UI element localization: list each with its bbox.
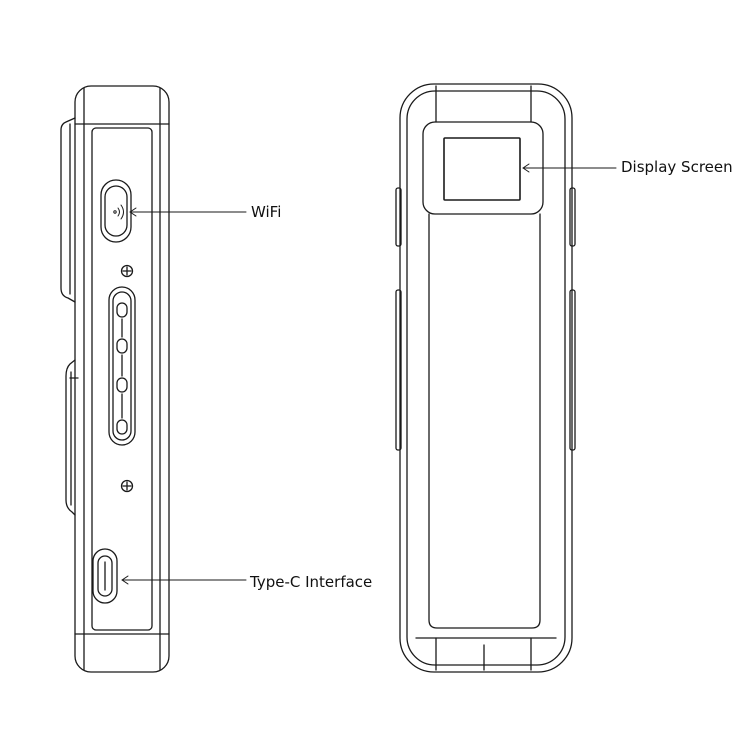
- front-body-outer: [399, 83, 573, 673]
- control-strip-outer[interactable]: [108, 286, 136, 446]
- front-side-nub-left-upper: [395, 187, 402, 247]
- callout-leaders-left: [121, 207, 247, 585]
- front-body-rim: [406, 90, 566, 666]
- wifi-icon: [113, 204, 124, 220]
- front-body-panel: [428, 213, 541, 629]
- side-view-device: [60, 85, 170, 673]
- wifi-label: WiFi: [251, 203, 282, 221]
- display-screen-label: Display Screen: [621, 158, 733, 176]
- side-clip-lower: [65, 359, 76, 516]
- type-c-label: Type-C Interface: [250, 573, 373, 591]
- side-faceplate: [91, 127, 153, 631]
- wifi-button-inner[interactable]: [104, 185, 128, 237]
- front-side-nub-left-lower: [395, 289, 402, 451]
- type-c-arrow-icon: [121, 575, 129, 585]
- type-c-port-outer[interactable]: [92, 548, 118, 604]
- front-view-device: [395, 83, 576, 673]
- control-strip-inner[interactable]: [112, 291, 132, 441]
- type-c-port-inner[interactable]: [97, 555, 113, 597]
- callout-leaders-right: [522, 163, 617, 173]
- screw-lower-icon: [120, 479, 134, 493]
- screw-upper-icon: [120, 264, 134, 278]
- side-body-outer: [74, 85, 170, 673]
- control-strip-ridges: [116, 302, 128, 435]
- display-arrow-icon: [522, 163, 530, 173]
- wifi-arrow-icon: [129, 207, 137, 217]
- side-clip-upper: [60, 117, 76, 303]
- side-body-rim: [83, 87, 161, 671]
- display-screen: [443, 137, 521, 201]
